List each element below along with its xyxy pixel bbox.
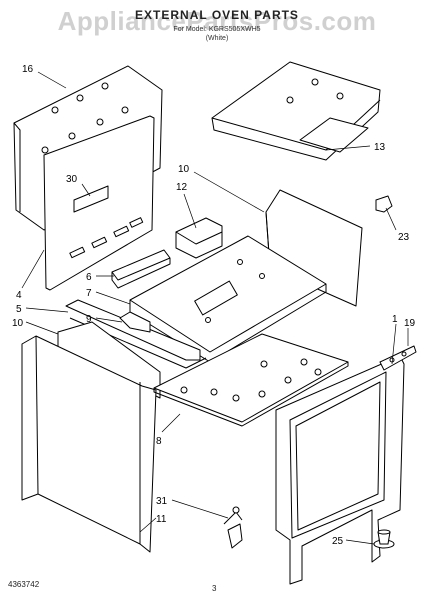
- diagram-title: EXTERNAL OVEN PARTS: [135, 8, 299, 22]
- watermark: AppliancePartsPros.com: [57, 6, 377, 36]
- callout-25: 25: [332, 536, 344, 547]
- callout-31: 31: [156, 496, 168, 507]
- part-top-panel: [211, 61, 381, 161]
- document-number: 4363742: [8, 580, 40, 589]
- part-burner-plate: [153, 333, 349, 427]
- callout-11: 11: [156, 514, 167, 525]
- callout-30: 30: [66, 174, 78, 185]
- callout-5: 5: [16, 304, 22, 315]
- part-front-rail: [65, 299, 207, 369]
- callout-4: 4: [16, 290, 22, 301]
- part-clip: [375, 195, 393, 213]
- callout-13: 13: [374, 142, 386, 153]
- callout-16: 16: [22, 64, 34, 75]
- callout-8: 8: [156, 436, 162, 447]
- callout-7: 7: [86, 288, 92, 299]
- callout-23: 23: [398, 232, 410, 243]
- part-oven-bottom: [129, 217, 327, 363]
- callout-1: 1: [392, 314, 398, 325]
- part-screw-assembly: [223, 506, 243, 549]
- part-bracket: [111, 249, 171, 289]
- part-leveling-leg: [373, 529, 395, 549]
- callout-10-top: 10: [178, 164, 190, 175]
- callout-9: 9: [86, 314, 92, 325]
- page-number: 3: [212, 584, 217, 593]
- part-side-panel: [43, 115, 155, 291]
- part-oven-frame: [275, 345, 417, 585]
- callout-6: 6: [86, 272, 92, 283]
- part-front-door-panel: [21, 335, 157, 553]
- callout-19: 19: [404, 318, 416, 329]
- diagram-subtitle-color: (White): [205, 35, 229, 42]
- callout-12: 12: [176, 182, 188, 193]
- diagram-subtitle-model: For Model: KGRS505XWH5: [173, 26, 261, 33]
- callout-10-left: 10: [12, 318, 24, 329]
